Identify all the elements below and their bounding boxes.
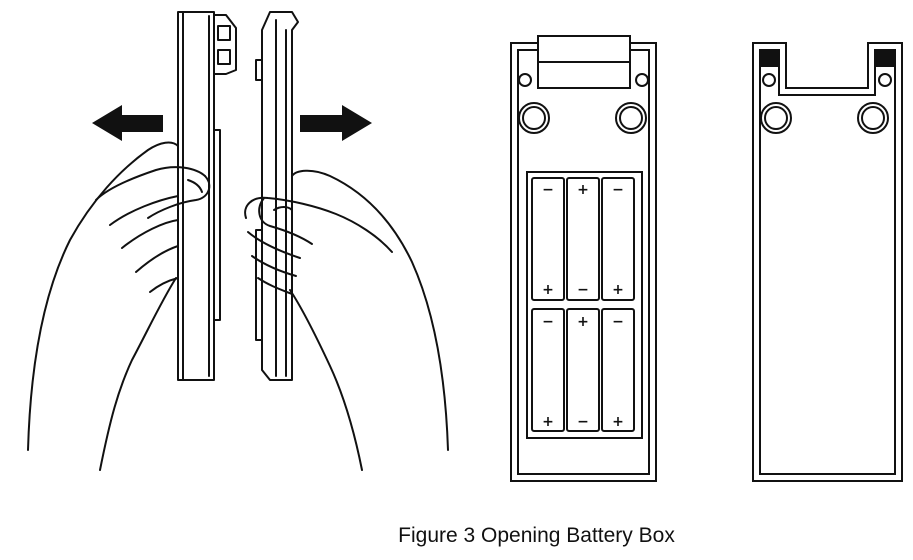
battery-row-lower [531,308,635,432]
polarity-mark: + [542,414,554,430]
polarity-mark: − [612,314,624,330]
screw-hole-left [760,102,792,134]
battery-cell [531,308,565,432]
device-left-half [177,11,237,381]
screw-hole-left [518,102,550,134]
battery-cell [531,177,565,301]
battery-row-upper [531,177,635,301]
polarity-mark: + [542,282,554,298]
screw-hole-small-left [762,73,776,87]
cover-tab-left [759,49,780,67]
left-hand [27,141,211,471]
battery-box-cover [752,42,903,482]
screw-hole-small-right [635,73,649,87]
battery-box-diagram: − + + − − + − + + − − + [27,11,903,482]
arrow-left-icon [92,105,163,141]
battery-cell [566,177,600,301]
polarity-mark: + [612,282,624,298]
polarity-mark: + [577,314,589,330]
polarity-mark: − [542,182,554,198]
hands-opening-illustration [27,11,449,471]
battery-cell [601,308,635,432]
polarity-mark: − [542,314,554,330]
screw-hole-right [615,102,647,134]
battery-compartment [526,171,643,439]
polarity-mark: − [577,282,589,298]
cover-outline [752,42,903,482]
screw-hole-small-right [878,73,892,87]
cover-tab-right [874,49,895,67]
battery-cell [601,177,635,301]
battery-box-open: − + + − − + − + + − − + [510,35,657,482]
battery-cell [566,308,600,432]
polarity-mark: + [612,414,624,430]
polarity-mark: − [612,182,624,198]
arrow-right-icon [300,105,372,141]
polarity-mark: + [577,182,589,198]
screw-hole-right [857,102,889,134]
figure-caption: Figure 3 Opening Battery Box [398,524,675,547]
screw-hole-small-left [518,73,532,87]
right-hand [244,169,449,471]
polarity-mark: − [577,414,589,430]
device-right-half [255,11,299,381]
